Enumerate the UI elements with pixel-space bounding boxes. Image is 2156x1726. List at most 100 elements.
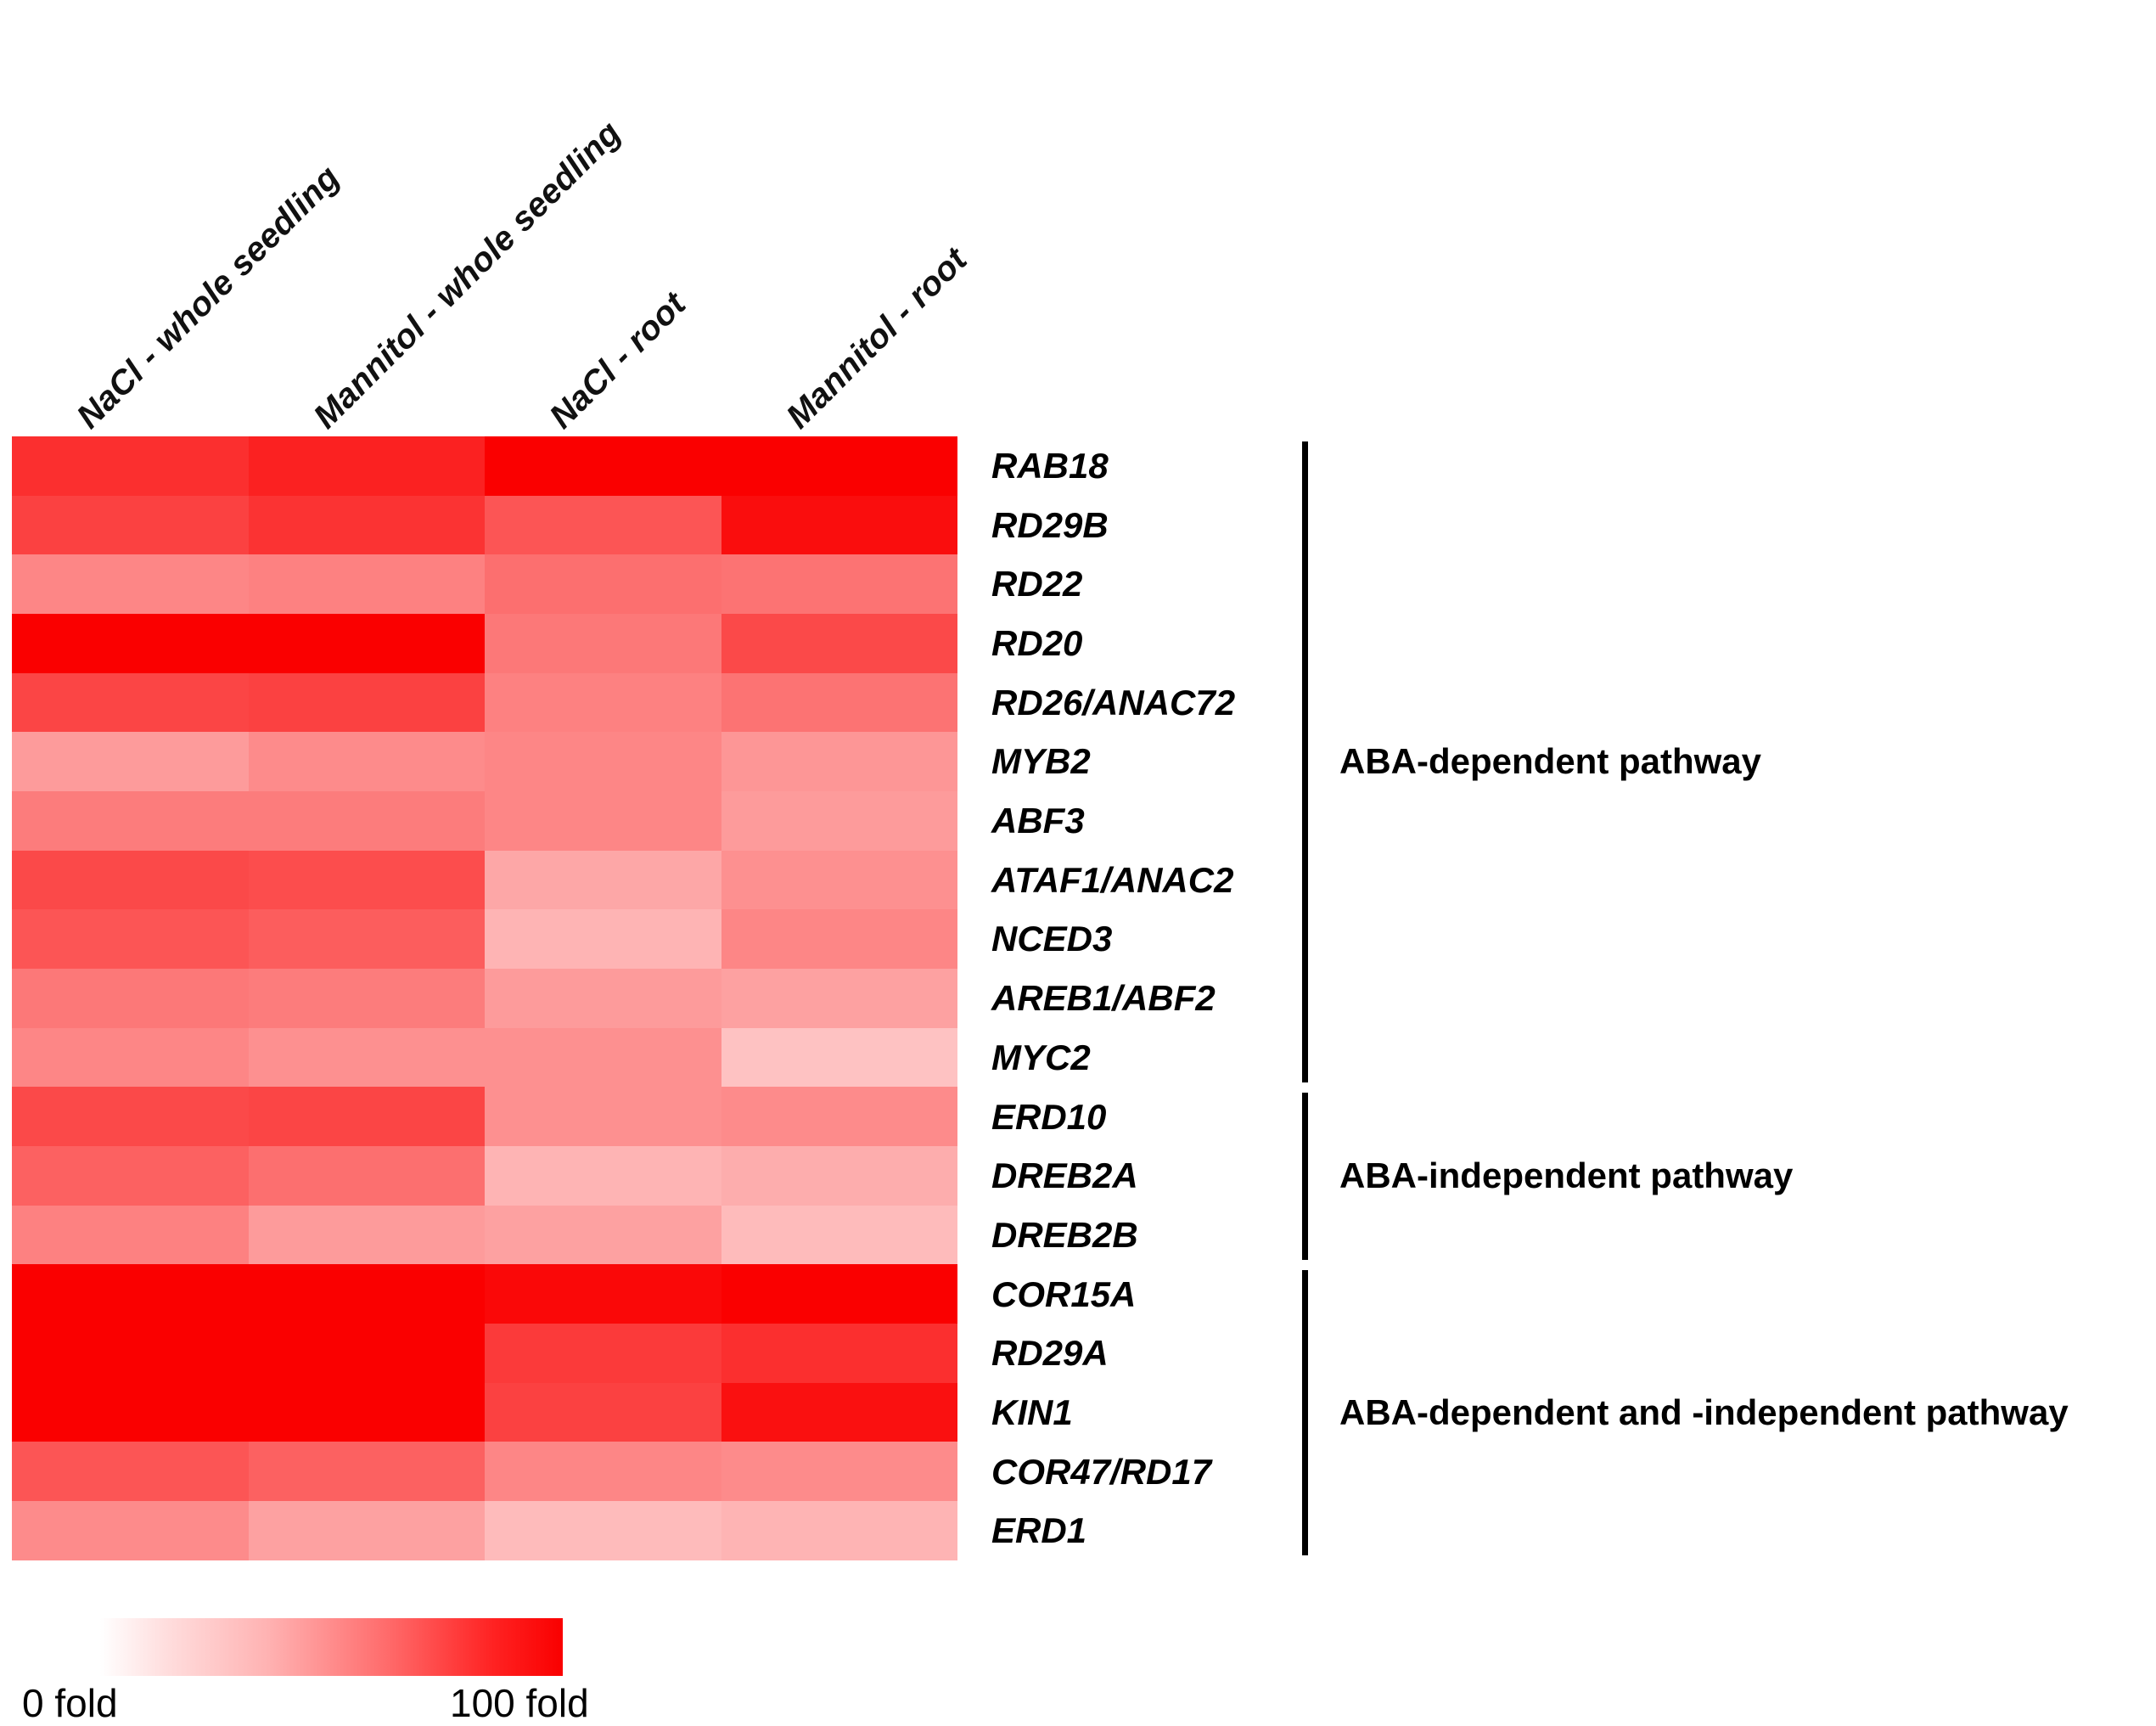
heatmap-cell (485, 732, 721, 792)
heatmap-cell (12, 614, 249, 673)
heatmap-cell (12, 1382, 249, 1442)
gene-label-rd22: RD22 (991, 564, 1083, 604)
gene-label-nced3: NCED3 (991, 919, 1113, 959)
heatmap-grid (12, 436, 957, 1560)
heatmap-cell (485, 1324, 721, 1383)
gene-label-rd20: RD20 (991, 623, 1083, 664)
heatmap-cell (485, 1027, 721, 1088)
heatmap-cell (248, 850, 485, 910)
gene-label-myc2: MYC2 (991, 1037, 1091, 1077)
pathway-bracket-1 (1302, 441, 1308, 1082)
heatmap-cell (12, 1027, 249, 1088)
pathway-bracket-3 (1302, 1269, 1308, 1555)
heatmap-cell (12, 495, 249, 555)
heatmap-cell (248, 672, 485, 733)
heatmap-cell (248, 732, 485, 792)
gene-label-areb1-abf2: AREB1/ABF2 (991, 978, 1216, 1019)
heatmap-cell (248, 909, 485, 970)
gene-label-kin1: KIN1 (991, 1391, 1073, 1432)
gene-label-rd26-anac72: RD26/ANAC72 (991, 682, 1236, 722)
heatmap-cell (12, 850, 249, 910)
gene-label-cor15a: COR15A (991, 1273, 1137, 1314)
heatmap-cell (721, 1087, 957, 1147)
colorbar-max-label: 100 fold (450, 1681, 589, 1725)
heatmap-cell (12, 732, 249, 792)
heatmap-cell (721, 732, 957, 792)
colorbar-legend: 0 fold 100 fold (0, 1560, 764, 1725)
heatmap-cell (248, 1205, 485, 1265)
pathway-label-1: ABA-dependent pathway (1339, 741, 1762, 782)
heatmap-cell (248, 1027, 485, 1088)
heatmap-cell (12, 1442, 249, 1502)
gene-label-rab18: RAB18 (991, 446, 1109, 486)
heatmap-cell (485, 1382, 721, 1442)
gene-label-abf3: ABF3 (991, 801, 1085, 841)
heatmap-cell (721, 495, 957, 555)
gene-label-ataf1-anac2: ATAF1/ANAC2 (991, 859, 1234, 900)
heatmap-cell (248, 1324, 485, 1383)
heatmap-cell (485, 909, 721, 970)
gene-label-erd1: ERD1 (991, 1510, 1087, 1551)
gene-label-dreb2b: DREB2B (991, 1214, 1138, 1255)
heatmap-cell (485, 554, 721, 615)
heatmap-cell (721, 850, 957, 910)
heatmap-cell (485, 1146, 721, 1206)
heatmap-cell (12, 1205, 249, 1265)
heatmap-cell (721, 554, 957, 615)
gene-label-myb2: MYB2 (991, 741, 1091, 782)
heatmap-cell (721, 1501, 957, 1560)
heatmap-cell (248, 1442, 485, 1502)
gene-label-dreb2a: DREB2A (991, 1155, 1138, 1196)
heatmap-cell (12, 1264, 249, 1324)
heatmap-cell (485, 436, 721, 496)
heatmap-cell (12, 554, 249, 615)
heatmap-cell (248, 436, 485, 496)
heatmap-cell (12, 1324, 249, 1383)
heatmap-cell (485, 495, 721, 555)
heatmap-cell (248, 495, 485, 555)
heatmap-cell (485, 1205, 721, 1265)
heatmap-cell (721, 1442, 957, 1502)
heatmap-cell (248, 969, 485, 1028)
heatmap-cell (248, 791, 485, 851)
heatmap-cell (12, 969, 249, 1028)
heatmap-cell (12, 1087, 249, 1147)
heatmap-cell (721, 672, 957, 733)
heatmap-cell (12, 791, 249, 851)
heatmap-cell (721, 909, 957, 970)
column-header-1: NaCl - whole seedling (70, 158, 347, 436)
heatmap-cell (721, 969, 957, 1028)
gene-label-rd29b: RD29B (991, 504, 1109, 545)
heatmap-cell (721, 791, 957, 851)
column-header-3: NaCl - root (542, 285, 693, 436)
column-header-4: Mannitol - root (778, 240, 974, 436)
heatmap-cell (248, 554, 485, 615)
pathway-label-2: ABA-independent pathway (1339, 1155, 1794, 1196)
heatmap-cell (721, 614, 957, 673)
heatmap-cell (248, 1382, 485, 1442)
heatmap-cell (12, 436, 249, 496)
gene-label-rd29a: RD29A (991, 1333, 1109, 1374)
gene-label-erd10: ERD10 (991, 1096, 1107, 1137)
heatmap-cell (485, 1501, 721, 1560)
heatmap-cell (248, 1501, 485, 1560)
heatmap-cell (721, 436, 957, 496)
heatmap-cell (485, 791, 721, 851)
heatmap-cell (485, 672, 721, 733)
heatmap-cell (721, 1324, 957, 1383)
heatmap-cell (721, 1205, 957, 1265)
heatmap-cell (12, 672, 249, 733)
heatmap-cell (485, 614, 721, 673)
heatmap-cell (721, 1382, 957, 1442)
heatmap-cell (12, 909, 249, 970)
pathway-label-3: ABA-dependent and -independent pathway (1339, 1391, 2069, 1432)
heatmap-cell (12, 1146, 249, 1206)
heatmap-cell (485, 1264, 721, 1324)
heatmap-cell (485, 850, 721, 910)
heatmap-cell (485, 1442, 721, 1502)
heatmap-cell (485, 1087, 721, 1147)
heatmap-cell (248, 1264, 485, 1324)
heatmap-cell (12, 1501, 249, 1560)
